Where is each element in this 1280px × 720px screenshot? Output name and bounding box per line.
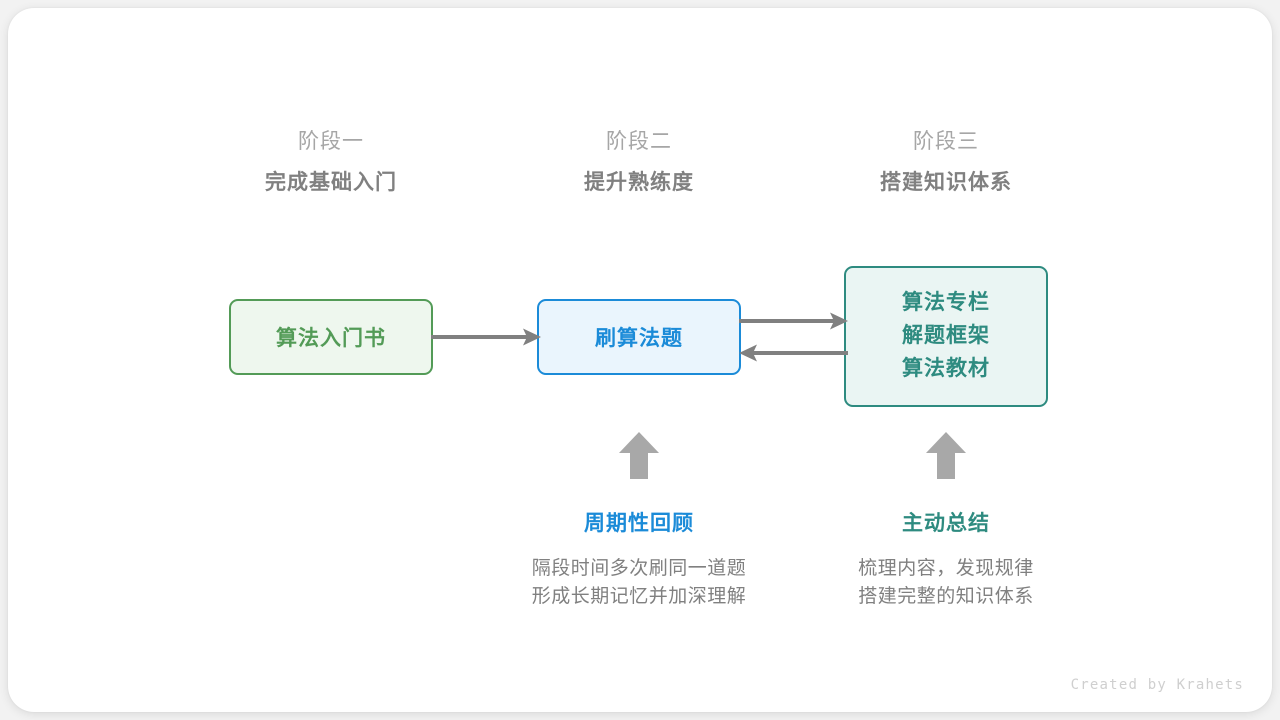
stage-3-title: 搭建知识体系 [880,171,1012,194]
annotation-summary-line-1: 梳理内容，发现规律 [858,558,1034,579]
arrow-book-to-practice-icon [431,328,541,346]
node-resources-line-1: 算法专栏 [902,291,990,315]
annotation-review-title: 周期性回顾 [584,512,694,535]
stage-2-title: 提升熟练度 [584,171,694,194]
stage-header-1: 阶段一 完成基础入门 [201,131,461,193]
node-resources-line-3: 算法教材 [902,356,990,380]
node-practice-label: 刷算法题 [595,327,683,350]
node-practice-problems: 刷算法题 [537,299,741,375]
arrow-up-summary-icon [926,432,966,479]
annotation-review-line-1: 隔段时间多次刷同一道题 [531,558,747,579]
annotation-periodic-review: 周期性回顾 隔段时间多次刷同一道题 形成长期记忆并加深理解 [489,513,789,610]
annotation-summary-title: 主动总结 [902,512,990,535]
stage-1-kicker: 阶段一 [298,130,364,153]
annotation-summary-body: 梳理内容，发现规律 搭建完整的知识体系 [796,555,1096,610]
annotation-review-body: 隔段时间多次刷同一道题 形成长期记忆并加深理解 [489,555,789,610]
arrow-up-review-icon [619,432,659,479]
annotation-review-line-2: 形成长期记忆并加深理解 [531,585,747,607]
arrow-resources-to-practice-icon [739,344,848,362]
annotation-active-summary: 主动总结 梳理内容，发现规律 搭建完整的知识体系 [796,513,1096,610]
node-book-label: 算法入门书 [276,327,386,350]
stage-header-2: 阶段二 提升熟练度 [509,131,769,193]
annotation-summary-line-2: 搭建完整的知识体系 [858,585,1034,607]
node-learning-resources: 算法专栏 解题框架 算法教材 [844,266,1048,407]
stage-3-kicker: 阶段三 [913,130,979,153]
stage-2-kicker: 阶段二 [606,130,672,153]
stage-header-3: 阶段三 搭建知识体系 [816,131,1076,193]
stage-1-title: 完成基础入门 [265,171,397,194]
credit-text: Created by Krahets [1070,677,1244,693]
node-algorithm-intro-book: 算法入门书 [229,299,433,375]
node-resources-line-2: 解题框架 [902,324,990,348]
arrow-practice-to-resources-icon [739,312,848,330]
